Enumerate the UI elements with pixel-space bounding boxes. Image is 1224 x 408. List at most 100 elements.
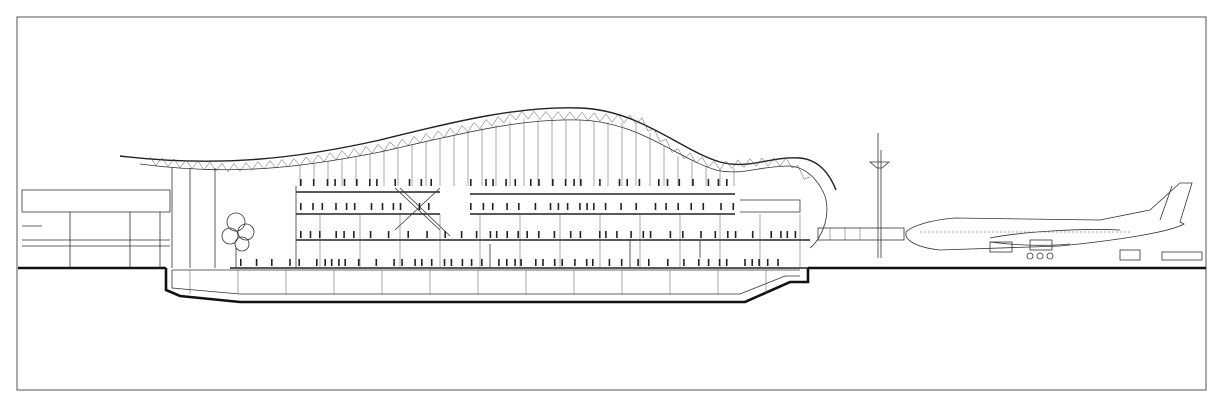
person-figure [255,259,258,266]
person-figure [770,231,772,238]
person-figure [766,259,769,266]
person-figure [335,231,337,238]
person-figure [356,179,358,186]
person-figure [506,203,508,210]
roof-truss-member [257,160,271,170]
person-figure [780,231,782,238]
person-figure [552,179,554,186]
person-figure [561,259,563,266]
roof-truss-member [437,128,451,139]
person-figure [401,259,403,266]
roof-truss-member [233,162,247,172]
person-figure [420,179,423,186]
person-figure [666,179,669,186]
roof-truss-member [485,116,499,127]
person-figure [316,259,318,266]
person-figure [658,179,660,186]
person-figure [786,231,789,238]
person-figure [717,179,720,186]
person-figure [335,203,337,210]
person-figure [399,203,402,210]
roof-truss-member [197,161,211,171]
roof-truss-member [149,156,163,166]
person-figure [649,231,652,238]
person-figure [309,231,312,238]
person-figure [491,203,494,210]
roof-truss-member [713,160,727,171]
roof-truss-member [209,162,223,172]
roof-truss-member [557,111,571,121]
roof-truss-member [449,125,463,136]
person-figure [271,259,273,266]
roof-truss-member [725,159,739,169]
roof-truss-member [161,157,175,167]
person-figure [353,231,355,238]
person-figure [580,179,582,186]
roof-truss-member [425,130,439,141]
person-figure [444,231,446,238]
person-figure [514,179,517,186]
person-figure [514,259,516,266]
terminal-body [171,119,810,269]
roof-truss-member [353,146,367,156]
roof-truss-member [701,156,715,168]
person-figure [370,203,373,210]
roof-truss-member [221,163,235,173]
person-figure [732,203,735,210]
apron-light-tower [868,133,891,258]
roof-truss-member [605,113,619,123]
person-figure [777,259,779,266]
person-figure [557,203,560,210]
person-figure [698,259,700,266]
person-figure [475,231,478,238]
person-figure [626,179,628,186]
person-figure [381,203,384,210]
person-figure [654,203,657,210]
roof-truss-member [641,117,655,132]
person-figure [300,179,302,186]
person-figure [579,231,582,238]
person-figure [489,231,492,238]
person-figure [635,203,637,210]
person-figure [408,179,411,186]
person-figure [289,259,291,266]
person-figure [298,259,300,266]
person-figure [387,231,390,238]
person-figure [574,259,576,266]
person-figure [734,231,737,238]
person-figure [592,259,594,266]
person-figure [460,231,463,238]
roof-truss-member [341,148,355,159]
roof-truss-member [737,158,751,168]
person-figure [564,179,567,186]
person-figure [605,231,607,238]
person-figure [707,179,710,186]
person-figure [526,231,528,238]
person-figure [495,231,498,238]
person-figure [720,203,722,210]
roof-truss-member [617,114,631,124]
person-figure [506,231,508,238]
roof-truss-member [245,161,259,171]
person-figure [414,259,416,266]
landside-building [21,189,171,268]
person-figure [692,179,694,186]
person-figure [312,203,314,210]
basement [164,268,810,304]
person-figure [376,179,378,186]
roof-truss-member [497,113,511,124]
person-figure [534,203,537,210]
person-figure [637,259,639,266]
person-figure [485,179,487,186]
person-figure [240,259,242,266]
person-figure [726,179,728,186]
roof-truss-member [689,152,703,164]
person-figure [338,259,340,266]
roof-truss-member [329,150,343,161]
person-figure [394,179,396,186]
person-figure [616,231,618,238]
roof-truss-member [593,112,607,122]
person-figure [751,231,754,238]
roof-truss-member [377,141,391,152]
person-figure [702,203,705,210]
